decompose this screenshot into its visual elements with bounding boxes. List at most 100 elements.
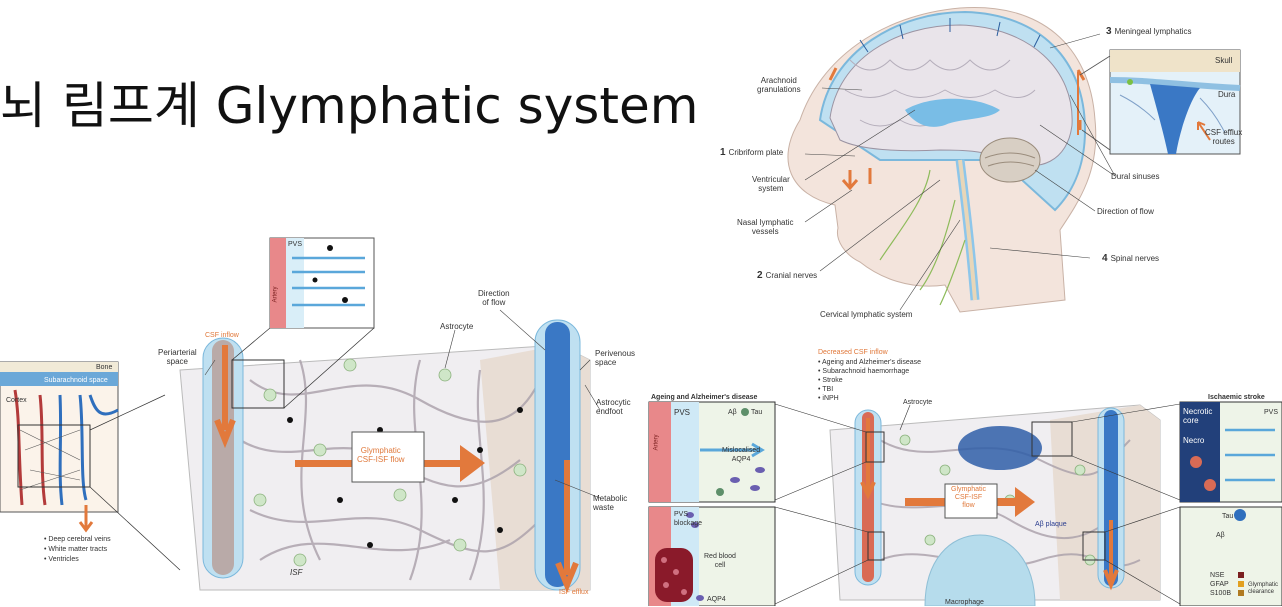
- condition-item: • TBI: [818, 386, 834, 393]
- label-periarterial: Periarterial space: [158, 348, 197, 366]
- label-ab-plaque: Aβ plaque: [1035, 521, 1067, 528]
- label-necrotic-core: Necrotic core: [1183, 407, 1212, 425]
- label-metabolic-waste: Metabolic waste: [593, 494, 627, 512]
- label-subarachnoid: Subarachnoid space: [44, 377, 108, 384]
- clearance-l1: Glymphatic: [1248, 582, 1279, 588]
- csf-inflow-arrow: [214, 345, 236, 449]
- label-aqp4: AQP4: [707, 596, 726, 603]
- label-pvs-inset: PVS: [288, 241, 303, 248]
- label-isf-efflux: ISF efflux: [559, 589, 589, 596]
- condition-item: • iNPH: [818, 395, 839, 402]
- condition-item: • Stroke: [818, 377, 843, 384]
- routes-text: routes: [1212, 137, 1235, 146]
- left-bullets: • Deep cerebral veins • White matter tra…: [44, 535, 111, 565]
- ventricular-l1: Ventricular: [752, 175, 790, 184]
- label-dura: Dura: [1218, 90, 1236, 99]
- label-glymphatic-left: Glymphatic CSF-ISF flow: [357, 446, 405, 464]
- label-decreased-csf: Decreased CSF inflow: [818, 349, 888, 356]
- condition-item: • Ageing and Alzheimer's disease: [818, 359, 922, 366]
- bullet-item: • Deep cerebral veins: [44, 536, 111, 543]
- glymphatic-l2: CSF-ISF flow: [357, 455, 405, 464]
- condition-item: • Subarachnoid haemorrhage: [818, 368, 910, 375]
- label-direction-left: Direction of flow: [478, 289, 510, 307]
- label-necro: Necro: [1183, 436, 1205, 445]
- label-glymphatic-clearance: Glymphatic clearance: [1248, 582, 1278, 596]
- glymphatic-l1: Glymphatic: [360, 446, 401, 455]
- label-num-4: 4: [1102, 253, 1108, 264]
- label-abeta: Aβ: [728, 409, 737, 416]
- perivenous-l2: space: [595, 358, 617, 367]
- rbc-l1: Red blood: [704, 553, 736, 560]
- mislocalised-l1: Mislocalised: [722, 447, 761, 454]
- label-cortex: Cortex: [6, 397, 27, 404]
- marker-item: GFAP: [1210, 581, 1229, 588]
- direction-l1: Direction: [478, 289, 510, 298]
- slide-title: 뇌 림프계 Glymphatic system: [0, 77, 699, 135]
- cribriform-text: Cribriform plate: [728, 148, 784, 157]
- csf-efflux-text: CSF efflux: [1205, 128, 1243, 137]
- necrotic-l2: core: [1183, 416, 1199, 425]
- bullet-item: • Ventricles: [44, 556, 79, 563]
- label-abeta-right: Aβ: [1216, 532, 1225, 539]
- necrotic-region: [958, 426, 1042, 470]
- label-ventricular: Ventricular system: [752, 175, 790, 193]
- nasal-arrow: [841, 168, 872, 191]
- label-csf-inflow: CSF inflow: [205, 332, 239, 339]
- label-tau-right: Tau: [1222, 513, 1234, 520]
- label-ischaemic-header: Ischaemic stroke: [1208, 394, 1265, 401]
- label-artery-right: Artery: [653, 434, 660, 451]
- marker-item: NSE: [1210, 572, 1225, 579]
- cranial-text: Cranial nerves: [765, 271, 818, 280]
- label-pvs-ageing: PVS: [674, 408, 691, 417]
- markers-list: NSE GFAP S100B: [1210, 571, 1231, 598]
- label-cervical: Cervical lymphatic system: [820, 310, 913, 319]
- arachnoid-l1: Arachnoid: [760, 76, 797, 85]
- periarterial-l1: Periarterial: [158, 348, 197, 357]
- label-glymphatic-right: Glymphatic CSF-ISF flow: [951, 486, 986, 510]
- label-direction-flow: Direction of flow: [1097, 207, 1154, 216]
- bullet-item: • White matter tracts: [44, 546, 108, 553]
- blockage-l1: PVS: [674, 511, 689, 518]
- label-skull: Skull: [1215, 56, 1233, 65]
- direction-l2: of flow: [482, 298, 506, 307]
- blockage-l2: blockage: [674, 520, 703, 527]
- red-blood-cells: [655, 548, 693, 602]
- meningeal-text: Meningeal lymphatics: [1114, 27, 1192, 36]
- mislocalised-l2: AQP4: [731, 456, 751, 463]
- metabolic-l1: Metabolic: [593, 494, 628, 503]
- label-num-3: 3: [1106, 26, 1112, 37]
- nasal-l1: Nasal lymphatic: [737, 218, 794, 227]
- label-astrocytic-endfoot: Astrocytic endfoot: [596, 398, 631, 416]
- label-tau: Tau: [751, 409, 763, 416]
- arachnoid-l2: granulations: [757, 85, 801, 94]
- spinal-text: Spinal nerves: [1110, 254, 1160, 263]
- label-arachnoid: Arachnoid granulations: [757, 76, 801, 94]
- label-num-2: 2: [757, 270, 763, 281]
- label-astrocyte-left: Astrocyte: [440, 322, 474, 331]
- label-pvs-ischaemic: PVS: [1264, 409, 1279, 416]
- gly-r-l3: flow: [962, 502, 975, 509]
- label-red-blood-cell: Red blood cell: [704, 552, 736, 570]
- label-bone: Bone: [96, 364, 113, 371]
- nasal-l2: vessels: [751, 227, 779, 236]
- label-nasal: Nasal lymphatic vessels: [737, 218, 793, 236]
- clearance-l2: clearance: [1248, 589, 1275, 595]
- marker-item: S100B: [1210, 590, 1232, 597]
- label-isf: ISF: [290, 568, 303, 577]
- necrotic-l1: Necrotic: [1183, 407, 1213, 416]
- label-ageing-header: Ageing and Alzheimer's disease: [651, 394, 758, 401]
- label-perivenous: Perivenous space: [595, 349, 635, 367]
- isf-efflux-arrow: [555, 460, 579, 593]
- label-mislocalised: Mislocalised AQP4: [722, 446, 760, 464]
- perivenous-l1: Perivenous: [595, 349, 636, 358]
- label-pvs-blockage: PVS blockage: [674, 510, 702, 528]
- gly-r-l2: CSF-ISF: [954, 494, 983, 501]
- cerebellum: [979, 137, 1041, 183]
- endfoot-l2: endfoot: [596, 407, 623, 416]
